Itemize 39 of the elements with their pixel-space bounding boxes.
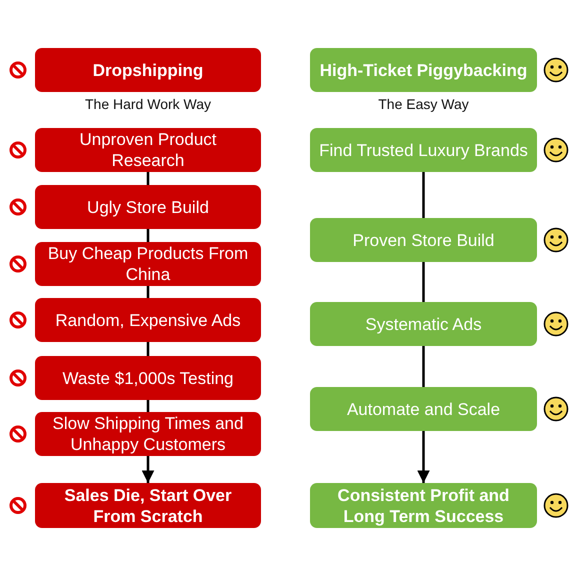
process-box (35, 483, 261, 528)
step-text: Proven Store Build (352, 230, 494, 250)
process-box (310, 483, 537, 528)
process-box (35, 185, 261, 229)
arrow (142, 456, 154, 483)
connector-line (146, 172, 150, 185)
process-box (35, 356, 261, 400)
process-box (35, 128, 261, 172)
step-text: Systematic Ads (365, 314, 482, 334)
arrow (417, 431, 430, 483)
connector-line (146, 342, 150, 356)
step-text: Sales Die, Start Over From Scratch (63, 484, 233, 526)
step-text: Waste $1,000s Testing (62, 368, 234, 388)
process-box (35, 298, 261, 342)
connector-line (422, 172, 425, 218)
step-text: Unproven Product Research (78, 129, 218, 171)
step-text: Slow Shipping Times and Unhappy Customers (52, 413, 244, 455)
step-text: Dropshipping (92, 60, 204, 80)
process-box (310, 128, 537, 172)
process-box (35, 412, 261, 456)
connector-line (146, 400, 150, 412)
process-box (310, 387, 537, 431)
step-text: Automate and Scale (346, 398, 500, 420)
subtitle-text: The Easy Way (377, 96, 470, 112)
connector-line (422, 262, 425, 302)
connector-line (146, 229, 150, 242)
process-box (310, 218, 537, 262)
step-text: Random, Expensive Ads (55, 310, 241, 330)
step-text: Find Trusted Luxury Brands (319, 140, 528, 160)
connector-line (422, 346, 425, 387)
process-box (35, 48, 261, 92)
step-text: Consistent Profit and Long Term Success (336, 484, 510, 526)
step-text: Ugly Store Build (87, 196, 209, 218)
process-box (310, 302, 537, 346)
step-text: High-Ticket Piggybacking (320, 60, 528, 80)
process-box (310, 48, 537, 92)
connector-line (146, 286, 150, 298)
step-text: Buy Cheap Products From China (46, 243, 250, 285)
subtitle-text: The Hard Work Way (84, 96, 212, 112)
